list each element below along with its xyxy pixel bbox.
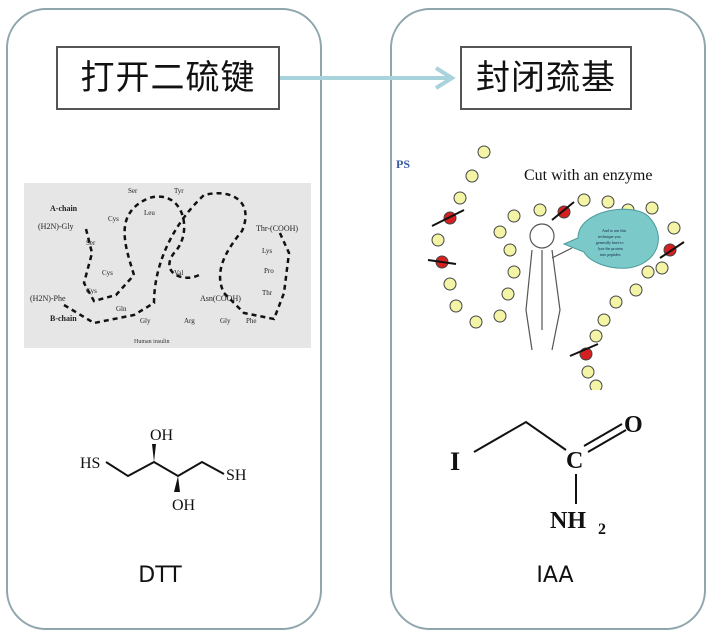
dtt-structure: HS SH OH OH [80, 427, 247, 514]
svg-text:Gly: Gly [220, 317, 231, 325]
a-chain-end: Asn(COOH) [200, 294, 241, 303]
svg-text:Phe: Phe [246, 317, 257, 325]
svg-text:Arg: Arg [184, 317, 195, 325]
arrow-right-icon [280, 66, 456, 90]
svg-text:Val: Val [174, 269, 183, 277]
insulin-structure-figure: A-chain (H2N)-Gly (H2N)-Phe B-chain Thr-… [24, 183, 311, 348]
svg-text:generally have to: generally have to [596, 240, 624, 245]
iaa-amine: NH [550, 508, 586, 534]
b-chain-end: Thr-(COOH) [256, 224, 298, 233]
svg-text:into peptides: into peptides [600, 252, 621, 257]
a-chain-start: (H2N)-Gly [38, 222, 74, 231]
dtt-hs-label: HS [80, 455, 100, 472]
svg-text:Ser: Ser [128, 187, 138, 195]
iaa-iodine: I [450, 447, 460, 476]
enzyme-title: Cut with an enzyme [524, 167, 652, 184]
ps-logo: PS [396, 157, 410, 171]
iaa-caption: IAA [536, 563, 574, 588]
svg-text:Gln: Gln [116, 305, 127, 313]
svg-text:Lys: Lys [262, 247, 272, 255]
svg-text:Pro: Pro [264, 267, 274, 275]
svg-text:technique you: technique you [598, 234, 621, 239]
svg-text:Cys: Cys [86, 287, 97, 295]
svg-text:Leu: Leu [144, 209, 155, 217]
b-chain-label: B-chain [50, 314, 77, 323]
svg-text:Cys: Cys [108, 215, 119, 223]
dtt-oh-bottom: OH [172, 497, 196, 514]
left-title-box: 打开二硫键 [56, 46, 280, 110]
svg-text:Thr: Thr [262, 289, 273, 297]
iaa-structure: I O C NH 2 [450, 412, 643, 538]
insulin-caption: Human insulin [134, 339, 170, 345]
svg-text:Ser: Ser [86, 239, 96, 247]
svg-text:And to use this: And to use this [602, 228, 627, 233]
iaa-subscript: 2 [598, 521, 606, 538]
svg-text:Gly: Gly [140, 317, 151, 325]
svg-text:Cys: Cys [102, 269, 113, 277]
iaa-oxygen: O [624, 412, 643, 438]
right-title-box: 封闭巯基 [460, 46, 632, 110]
svg-text:Tyr: Tyr [174, 187, 184, 195]
a-chain-label: A-chain [50, 204, 78, 213]
iaa-carbon: C [566, 448, 583, 474]
dtt-sh-label: SH [226, 467, 247, 484]
right-panel [390, 8, 706, 630]
b-chain-start: (H2N)-Phe [30, 294, 66, 303]
dtt-caption: DTT [138, 563, 182, 588]
svg-text:lyse the protein: lyse the protein [598, 246, 623, 251]
enzyme-cut-figure: Cut with an enzyme PS And to use this [396, 145, 685, 390]
dtt-oh-top: OH [150, 427, 174, 444]
